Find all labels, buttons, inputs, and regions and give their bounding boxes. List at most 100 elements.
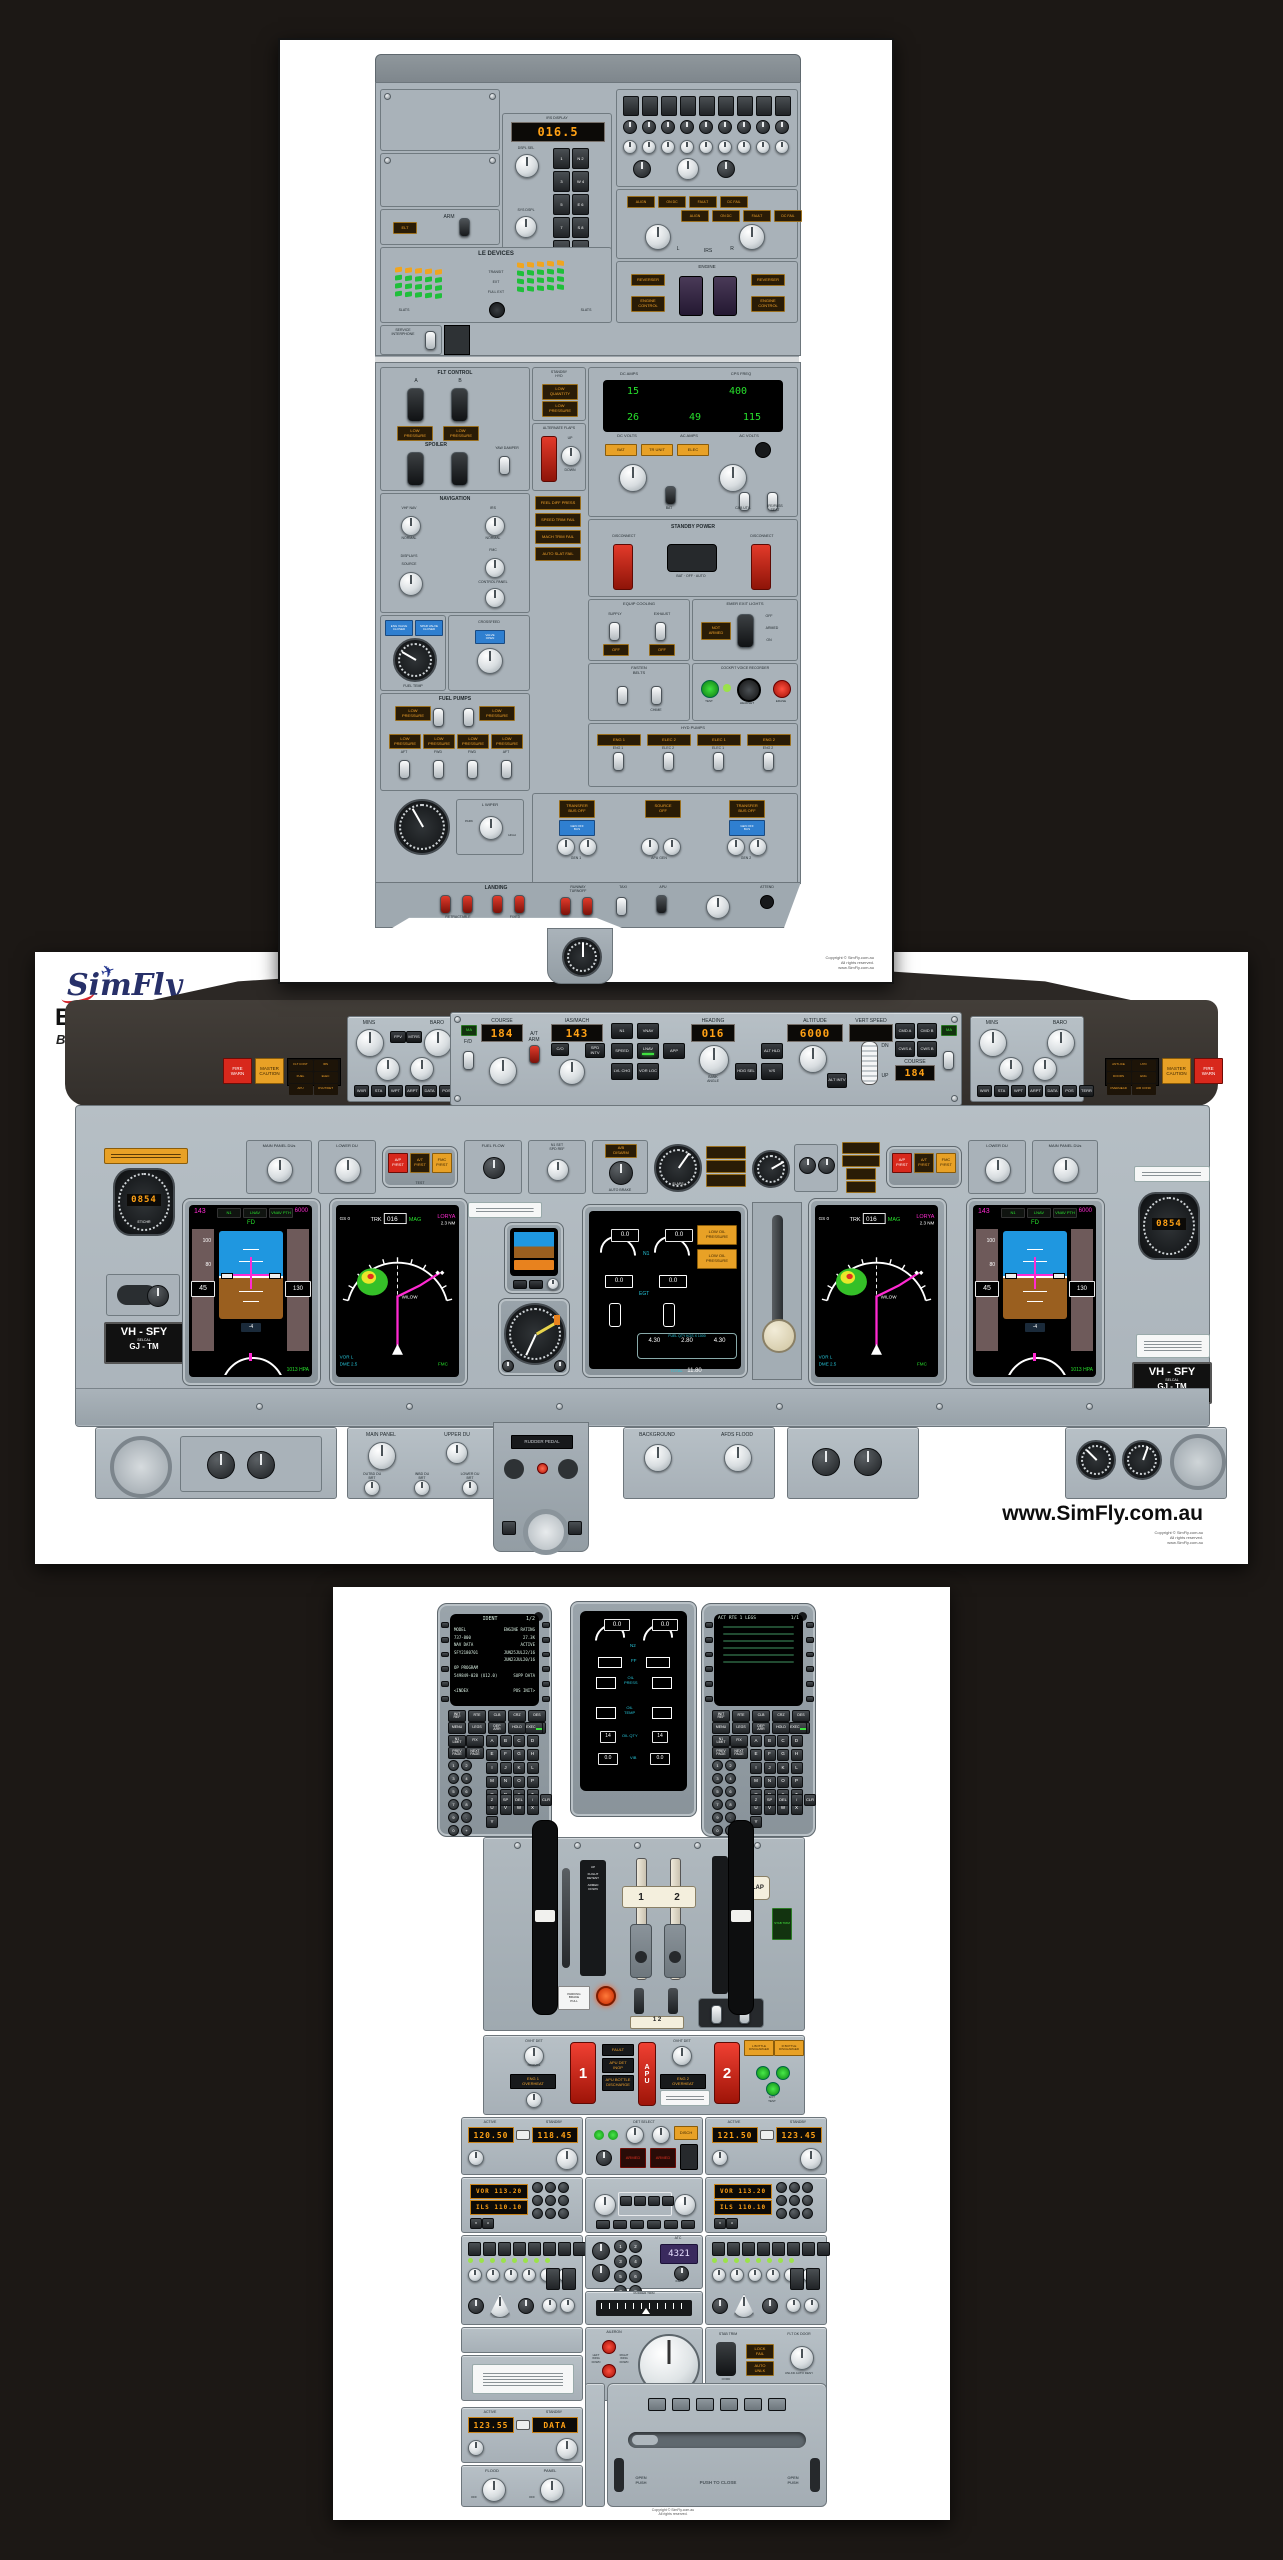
nav-keypad-key[interactable] [558, 2208, 569, 2219]
nav-v-key[interactable]: ∨ [714, 2218, 726, 2229]
vs-button[interactable]: V/S [761, 1063, 783, 1080]
fo-oxygen-knob-2[interactable] [854, 1448, 882, 1476]
baro-knob-right[interactable] [1047, 1029, 1075, 1057]
cdu-letter-key[interactable]: CLR [540, 1794, 552, 1806]
speed-knob[interactable] [559, 1059, 585, 1085]
door-latch[interactable] [696, 2398, 714, 2411]
comm2-freq-knob[interactable] [800, 2148, 822, 2170]
cdu-letter-key[interactable]: N [499, 1775, 512, 1788]
efis-map-button[interactable]: DATA [1045, 1085, 1060, 1097]
receiver-volume-knob[interactable] [486, 2268, 500, 2282]
cdu-letter-key[interactable]: E [486, 1748, 498, 1761]
line-select-key[interactable] [441, 1681, 449, 1688]
stab-trim-wheel-right[interactable] [728, 1820, 754, 2015]
audio-volume-knob[interactable] [718, 120, 732, 134]
cdu-digit-key[interactable]: 9 [448, 1812, 459, 1823]
steering-knob[interactable] [147, 1285, 169, 1307]
audio-volume-knob[interactable] [680, 140, 694, 154]
acp-norm-knob[interactable] [518, 2298, 534, 2314]
fire-handle-2[interactable]: 2 [714, 2042, 740, 2104]
supply-switch[interactable] [609, 622, 620, 641]
ovht-det-knob-1[interactable] [524, 2046, 544, 2066]
cdu-prev-page-key[interactable]: PREV PAGE [448, 1747, 466, 1759]
battery-switch[interactable] [665, 486, 676, 505]
comm3-freq-knob[interactable] [556, 2438, 578, 2460]
line-select-key[interactable] [542, 1622, 550, 1628]
irs-source-knob[interactable] [485, 516, 505, 536]
irs-dspl-sel-knob[interactable] [515, 154, 539, 178]
flt-control-a-switch[interactable] [407, 388, 424, 422]
ctr-fuel-pump-l[interactable] [433, 708, 444, 727]
audio-volume-knob[interactable] [756, 120, 770, 134]
master-caution-light-left[interactable]: MASTER CAUTION [255, 1058, 284, 1084]
panel-knob[interactable] [540, 2478, 564, 2502]
cdu-function-key[interactable]: CLB [752, 1710, 770, 1722]
cdu-letter-key[interactable]: B [763, 1735, 776, 1747]
cdu-digit-key[interactable]: 4 [725, 1773, 736, 1784]
spd-intv-button[interactable]: SPD INTV [585, 1043, 605, 1058]
audio-volume-knob[interactable] [642, 140, 656, 154]
efis-map-button[interactable]: TERR [1079, 1085, 1094, 1097]
door-latch[interactable] [672, 2398, 690, 2411]
irs-key[interactable]: 5 [553, 194, 570, 215]
cdu-letter-key[interactable]: H [790, 1748, 803, 1761]
flt-control-b-switch[interactable] [451, 388, 468, 422]
mic-select-key[interactable] [817, 2242, 830, 2256]
fo-oxygen-knob-1[interactable] [812, 1448, 840, 1476]
lower-du-knob[interactable] [335, 1157, 361, 1183]
audio-volume-knob[interactable] [642, 120, 656, 134]
lower-du-knob-fo[interactable] [985, 1157, 1011, 1183]
audio-mask-knob[interactable] [633, 160, 651, 178]
wx-mode-key[interactable] [648, 2196, 660, 2206]
wx-gain-knob[interactable] [674, 2194, 696, 2216]
alt-intv-button[interactable]: ALT INTV [827, 1073, 847, 1088]
reverser-lever-2[interactable] [664, 1924, 686, 1978]
runway-turnoff-switch[interactable] [582, 897, 593, 916]
outbd-du-knob[interactable] [364, 1480, 380, 1496]
cdu-digit-key[interactable]: 3 [712, 1773, 723, 1784]
audio-boom-knob[interactable] [717, 160, 735, 178]
fd-switch-left[interactable] [463, 1051, 474, 1070]
audio-volume-knob[interactable] [775, 120, 789, 134]
alternate-flaps-guard[interactable] [541, 436, 557, 482]
exhaust-switch[interactable] [655, 622, 666, 641]
maint-button[interactable] [755, 442, 771, 458]
landing-light-switch[interactable] [462, 895, 473, 914]
stab-trim-wheel-left[interactable] [532, 1820, 558, 2015]
l-wiper-knob[interactable] [479, 816, 503, 840]
transfer-switch[interactable] [516, 2130, 530, 2140]
transfer-switch[interactable] [760, 2130, 774, 2140]
anti-ice-knob-1[interactable] [799, 1157, 816, 1174]
flood-knob[interactable] [482, 2478, 506, 2502]
ife-switch[interactable] [767, 492, 778, 511]
audio-select-key[interactable] [775, 96, 791, 116]
rmi-knob-right[interactable] [554, 1360, 566, 1372]
cdu-letter-key[interactable]: L [526, 1762, 539, 1774]
stab-trim-cutout-switch[interactable] [711, 2005, 722, 2024]
isfd-knob[interactable] [547, 1278, 559, 1290]
gen1-switch2[interactable] [579, 838, 597, 856]
nav-keypad-key[interactable] [558, 2182, 569, 2193]
spoiler-a-switch[interactable] [407, 452, 424, 486]
audio-select-key[interactable] [623, 96, 639, 116]
wx-key[interactable] [630, 2220, 644, 2229]
irs-key[interactable]: 7 [553, 217, 570, 238]
mic-select-key[interactable] [513, 2242, 526, 2256]
line-select-key[interactable] [705, 1666, 713, 1673]
line-select-key[interactable] [806, 1622, 814, 1628]
cdu-letter-key[interactable]: M [750, 1775, 762, 1788]
audio-select-key[interactable] [642, 96, 658, 116]
line-select-key[interactable] [441, 1666, 449, 1673]
elec-test-button[interactable]: ELEC [677, 444, 709, 456]
acp-filter-knob[interactable] [488, 2294, 512, 2318]
inbd-du-knob[interactable] [414, 1480, 430, 1496]
atc-key[interactable]: 6 [629, 2270, 642, 2283]
door-latch[interactable] [720, 2398, 738, 2411]
audio-volume-knob[interactable] [680, 120, 694, 134]
aileron-trim-switch-1[interactable] [602, 2340, 616, 2354]
cargo-det-fwd-knob[interactable] [626, 2126, 644, 2144]
speedbrake-lever[interactable] [562, 1868, 570, 1968]
nav-keypad-key[interactable] [545, 2182, 556, 2193]
nav-a-key[interactable]: ∧ [726, 2218, 738, 2229]
